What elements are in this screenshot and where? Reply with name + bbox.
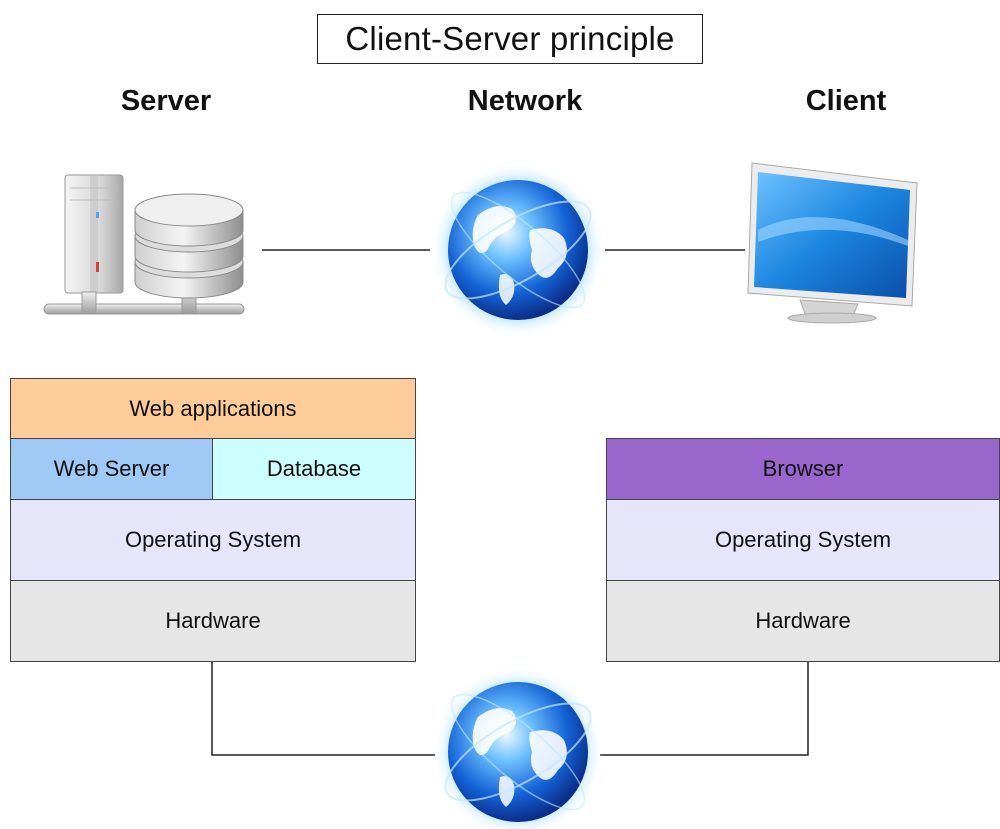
diagram-title: Client-Server principle: [317, 14, 703, 64]
globe-icon: [430, 162, 606, 338]
server-heading: Server: [120, 85, 212, 117]
server-web-applications-layer: Web applications: [10, 378, 416, 439]
server-bottom-line: [211, 662, 435, 756]
client-heading: Client: [805, 85, 887, 117]
network-heading: Network: [467, 85, 583, 117]
server-operating-system-layer: Operating System: [10, 499, 416, 581]
server-hardware-layer: Hardware: [10, 580, 416, 662]
database-icon: [134, 193, 244, 299]
server-database-layer: Database: [212, 438, 416, 500]
client-browser-layer: Browser: [606, 438, 1000, 500]
server-tower-icon: [43, 174, 245, 315]
client-hardware-layer: Hardware: [606, 580, 1000, 662]
client-bottom-line: [600, 662, 809, 756]
monitor-icon: [747, 162, 918, 324]
client-operating-system-layer: Operating System: [606, 499, 1000, 581]
server-web-server-layer: Web Server: [10, 438, 213, 500]
globe-icon-bottom: [432, 666, 604, 829]
